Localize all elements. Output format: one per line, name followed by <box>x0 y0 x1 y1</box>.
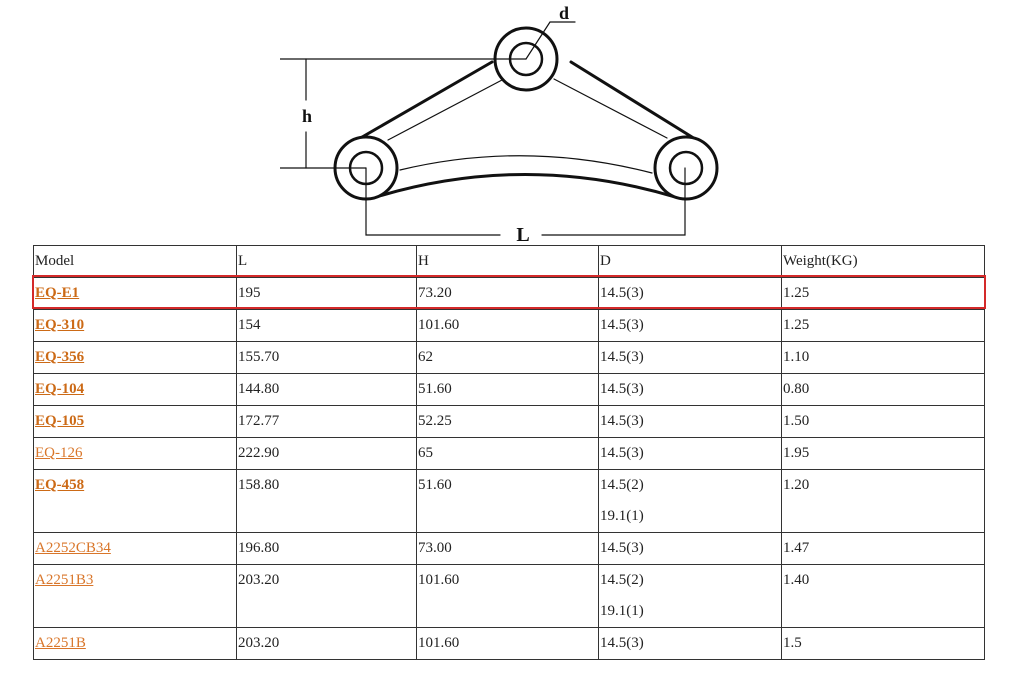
cell-model: EQ-356 <box>33 341 237 374</box>
cell-h: 51.60 <box>416 373 599 406</box>
header-l: L <box>236 245 417 278</box>
hole-diameter: 14.5(2) <box>600 572 644 588</box>
hole-diameter: 14.5(3) <box>600 285 644 301</box>
diameter-label: d <box>559 3 569 23</box>
header-h: H <box>416 245 599 278</box>
cell-l: 195 <box>236 277 417 310</box>
cell-model: EQ-104 <box>33 373 237 406</box>
cell-d: 14.5(3) <box>598 532 782 565</box>
hole-diameter: 14.5(3) <box>600 635 644 651</box>
cell-h: 101.60 <box>416 309 599 342</box>
cell-l: 222.90 <box>236 437 417 470</box>
cell-l: 154 <box>236 309 417 342</box>
cell-d: 14.5(3) <box>598 341 782 374</box>
cell-h: 73.00 <box>416 532 599 565</box>
cell-d: 14.5(3) <box>598 437 782 470</box>
height-label: h <box>302 106 312 126</box>
cell-model: A2252CB34 <box>33 532 237 565</box>
header-weight: Weight(KG) <box>781 245 985 278</box>
model-link[interactable]: A2251B3 <box>35 572 94 588</box>
equalizer-drawing: h L d <box>280 3 719 245</box>
hole-diameter: 14.5(3) <box>600 381 644 397</box>
model-link[interactable]: EQ-356 <box>35 349 85 365</box>
header-d: D <box>598 245 782 278</box>
cell-h: 65 <box>416 437 599 470</box>
length-label: L <box>516 224 529 245</box>
hole-diameter: 14.5(3) <box>600 540 644 556</box>
cell-d: 14.5(3) <box>598 627 782 660</box>
cell-weight: 1.20 <box>781 469 985 533</box>
cell-l: 155.70 <box>236 341 417 374</box>
cell-d: 14.5(3) <box>598 309 782 342</box>
model-link[interactable]: A2252CB34 <box>35 540 111 556</box>
model-link[interactable]: EQ-310 <box>35 317 85 333</box>
cell-d: 14.5(3) <box>598 277 782 310</box>
cell-weight: 1.50 <box>781 405 985 438</box>
cell-weight: 1.47 <box>781 532 985 565</box>
cell-d: 14.5(2) 19.1(1) <box>598 469 782 533</box>
cell-l: 158.80 <box>236 469 417 533</box>
cell-d: 14.5(2) 19.1(1) <box>598 564 782 628</box>
cell-l: 144.80 <box>236 373 417 406</box>
cell-h: 51.60 <box>416 469 599 533</box>
cell-l: 196.80 <box>236 532 417 565</box>
model-link[interactable]: EQ-104 <box>35 381 85 397</box>
cell-weight: 1.5 <box>781 627 985 660</box>
hole-diameter: 19.1(1) <box>600 508 644 524</box>
cell-h: 73.20 <box>416 277 599 310</box>
model-link[interactable]: EQ-458 <box>35 477 85 493</box>
cell-model: EQ-105 <box>33 405 237 438</box>
equalizer-diagram: h L d <box>280 0 740 245</box>
cell-h: 101.60 <box>416 627 599 660</box>
cell-model: EQ-126 <box>33 437 237 470</box>
model-link[interactable]: EQ-105 <box>35 413 85 429</box>
hole-diameter: 14.5(3) <box>600 413 644 429</box>
table-header-row: Model L H D Weight(KG) <box>33 245 985 278</box>
cell-weight: 1.25 <box>781 309 985 342</box>
cell-model: EQ-310 <box>33 309 237 342</box>
cell-h: 52.25 <box>416 405 599 438</box>
cell-weight: 1.25 <box>781 277 985 310</box>
model-link[interactable]: A2251B <box>35 635 86 651</box>
cell-model: A2251B3 <box>33 564 237 628</box>
cell-weight: 1.10 <box>781 341 985 374</box>
cell-h: 62 <box>416 341 599 374</box>
cell-d: 14.5(3) <box>598 373 782 406</box>
cell-model: EQ-E1 <box>33 277 237 310</box>
hole-diameter: 19.1(1) <box>600 603 644 619</box>
model-link[interactable]: EQ-E1 <box>35 285 80 301</box>
cell-weight: 0.80 <box>781 373 985 406</box>
cell-l: 203.20 <box>236 627 417 660</box>
cell-h: 101.60 <box>416 564 599 628</box>
cell-d: 14.5(3) <box>598 405 782 438</box>
hole-diameter: 14.5(3) <box>600 317 644 333</box>
hole-diameter: 14.5(3) <box>600 349 644 365</box>
cell-model: EQ-458 <box>33 469 237 533</box>
header-model: Model <box>33 245 237 278</box>
hole-diameter: 14.5(3) <box>600 445 644 461</box>
hole-diameter: 14.5(2) <box>600 477 644 493</box>
cell-l: 203.20 <box>236 564 417 628</box>
cell-weight: 1.95 <box>781 437 985 470</box>
cell-weight: 1.40 <box>781 564 985 628</box>
cell-l: 172.77 <box>236 405 417 438</box>
cell-model: A2251B <box>33 627 237 660</box>
model-link[interactable]: EQ-126 <box>35 445 83 461</box>
